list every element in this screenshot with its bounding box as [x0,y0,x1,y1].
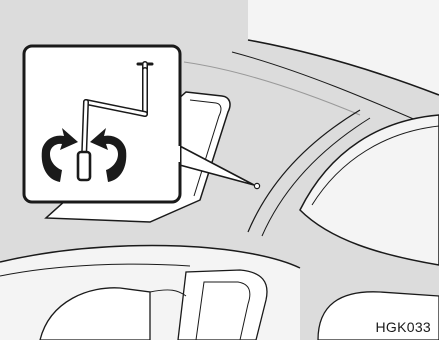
sun-visor-center [178,270,267,340]
figure-code: HGK033 [376,320,432,334]
callout-seam-cover [174,146,180,162]
crank-inset-box [24,46,180,202]
roof-glass-area [248,0,439,95]
crank-access-hole [254,183,259,188]
